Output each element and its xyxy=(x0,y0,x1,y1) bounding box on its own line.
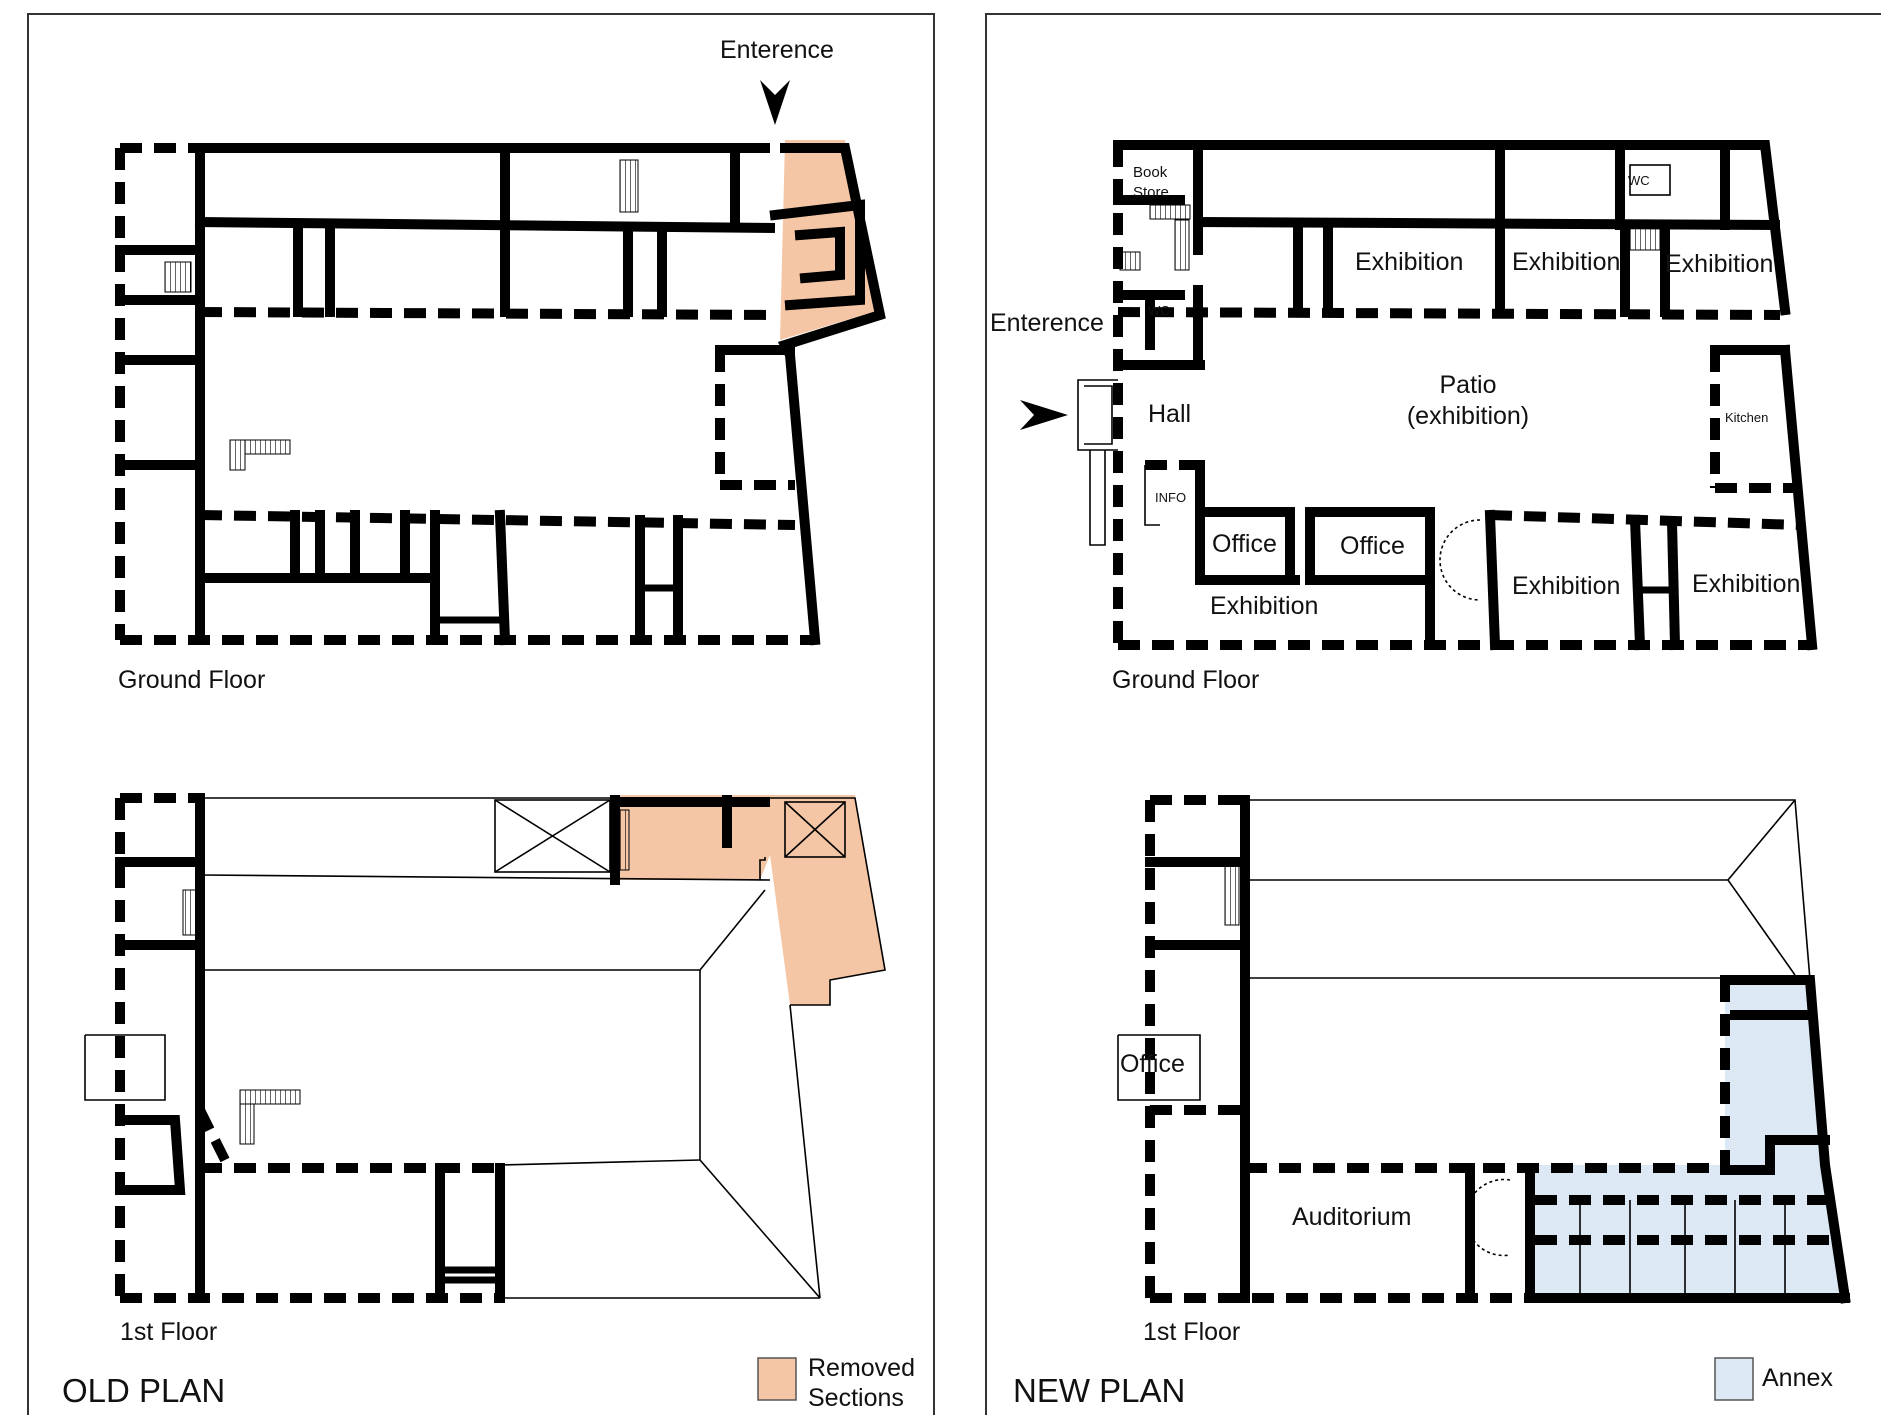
removed-section-first xyxy=(615,795,885,1005)
wc-left-label: WC xyxy=(1148,303,1170,318)
office-first-floor-label: Office xyxy=(1120,1050,1185,1078)
office-label-2: Office xyxy=(1340,532,1405,560)
annex-legend-swatch xyxy=(1714,1357,1754,1401)
book-store-label-2: Store xyxy=(1133,184,1169,201)
exhibition-label-2: Exhibition xyxy=(1512,248,1620,276)
exhibition-label-6: Exhibition xyxy=(1692,570,1800,598)
new-entrance-label: Enterence xyxy=(990,309,1104,337)
annex-section xyxy=(1530,980,1845,1295)
exhibition-label-3: Exhibition xyxy=(1665,250,1773,278)
exhibition-label-4: Exhibition xyxy=(1210,592,1318,620)
new-plan-title: NEW PLAN xyxy=(1013,1372,1185,1409)
old-plan-title: OLD PLAN xyxy=(62,1372,225,1409)
info-label: INFO xyxy=(1155,490,1186,505)
kitchen-label: Kitchen xyxy=(1725,410,1768,425)
auditorium-label: Auditorium xyxy=(1292,1203,1412,1231)
patio-label-1: Patio xyxy=(1440,371,1497,399)
old-ground-floor-plan xyxy=(115,140,886,646)
new-ground-floor-plan xyxy=(1077,140,1818,651)
new-first-floor-plan xyxy=(1117,795,1851,1304)
wc-top-label: WC xyxy=(1628,173,1650,188)
hall-label: Hall xyxy=(1148,400,1191,428)
new-plan-panel xyxy=(985,13,1881,1420)
new-ground-floor-caption: Ground Floor xyxy=(1112,666,1259,694)
old-first-floor-caption: 1st Floor xyxy=(120,1318,217,1346)
old-first-floor-plan xyxy=(84,793,886,1303)
exhibition-label-1: Exhibition xyxy=(1355,248,1463,276)
annex-legend-label: Annex xyxy=(1762,1364,1833,1392)
office-label-1: Office xyxy=(1212,530,1277,558)
book-store-label-1: Book xyxy=(1133,164,1168,181)
new-first-floor-caption: 1st Floor xyxy=(1143,1318,1240,1346)
new-entrance-arrow-icon xyxy=(1020,400,1068,430)
old-ground-floor-caption: Ground Floor xyxy=(118,666,265,694)
removed-legend-line1: Removed xyxy=(808,1354,915,1382)
old-entrance-label: Enterence xyxy=(720,36,834,64)
removed-legend-line2: Sections xyxy=(808,1384,904,1412)
old-entrance-arrow-icon xyxy=(760,80,790,125)
removed-sections-legend-swatch xyxy=(757,1357,797,1401)
patio-label-2: (exhibition) xyxy=(1407,402,1529,430)
old-plan-panel xyxy=(27,13,935,1420)
exhibition-label-5: Exhibition xyxy=(1512,572,1620,600)
